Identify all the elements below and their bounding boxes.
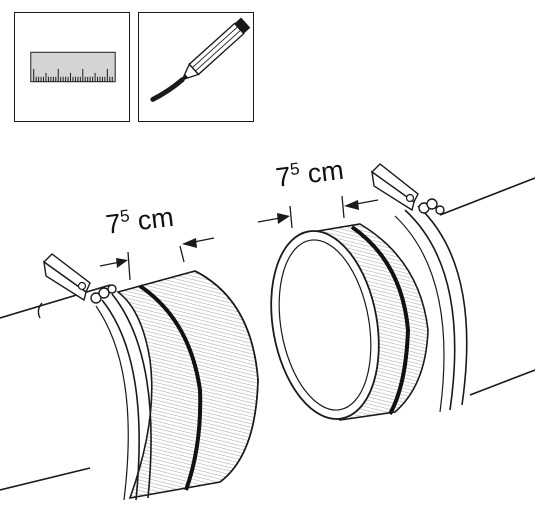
right-pipe	[439, 177, 535, 396]
left-dimension	[99, 237, 215, 281]
right-dimension	[257, 195, 379, 229]
ruler-icon	[30, 51, 116, 83]
ruler-tool-box	[14, 12, 130, 122]
pencil-tool-box	[138, 12, 254, 122]
left-measurement-superscript: 5	[118, 206, 131, 227]
right-measurement-superscript: 5	[288, 159, 301, 180]
pencil-icon	[150, 17, 251, 102]
left-coupling	[42, 253, 259, 501]
left-measurement-unit: cm	[135, 201, 176, 236]
right-measurement-unit: cm	[305, 154, 346, 189]
right-coupling	[270, 163, 468, 421]
left-pipe	[0, 284, 111, 491]
